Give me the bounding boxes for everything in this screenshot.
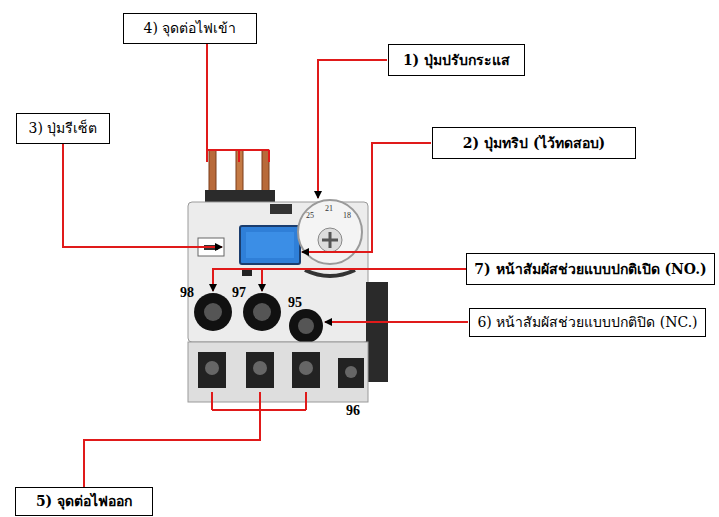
callout-text: 3) ปุ่มรีเซ็ต: [29, 120, 98, 137]
callout-text: 6) หน้าสัมผัสช่วยแบบปกติปิด (NC.): [477, 314, 697, 331]
callout-box: 7) หน้าสัมผัสช่วยแบบปกติเปิด (NO.): [466, 253, 715, 285]
terminal-number: 95: [288, 296, 302, 310]
callout-text: 4) จุดต่อไฟเข้า: [144, 20, 237, 37]
dial-number: 18: [343, 212, 351, 220]
dial-number: 21: [325, 205, 333, 213]
callout-box: 2) ปุ่มทริป (ไว้ทดสอบ): [432, 127, 636, 159]
terminal-number: 96: [346, 404, 360, 418]
callout-text: 2) ปุ่มทริป (ไว้ทดสอบ): [463, 135, 605, 152]
callout-box: 5) จุดต่อไฟออก: [15, 487, 153, 516]
callout-text: 1) ปุ่มปรับกระแส: [403, 52, 510, 69]
relay-housing: [188, 200, 388, 402]
callout-box: 3) ปุ่มรีเซ็ต: [16, 113, 110, 144]
callout-text: 7) หน้าสัมผัสช่วยแบบปกติเปิด (NO.): [474, 261, 706, 278]
callout-box: 4) จุดต่อไฟเข้า: [123, 13, 257, 44]
leader-lines: [63, 44, 468, 487]
callout-box: 6) หน้าสัมผัสช่วยแบบปกติปิด (NC.): [469, 308, 706, 337]
callout-box: 1) ปุ่มปรับกระแส: [388, 44, 525, 76]
terminal-number: 98: [180, 286, 194, 300]
callout-text: 5) จุดต่อไฟออก: [36, 493, 132, 510]
terminal-number: 97: [232, 286, 246, 300]
dial-number: 25: [306, 212, 314, 220]
